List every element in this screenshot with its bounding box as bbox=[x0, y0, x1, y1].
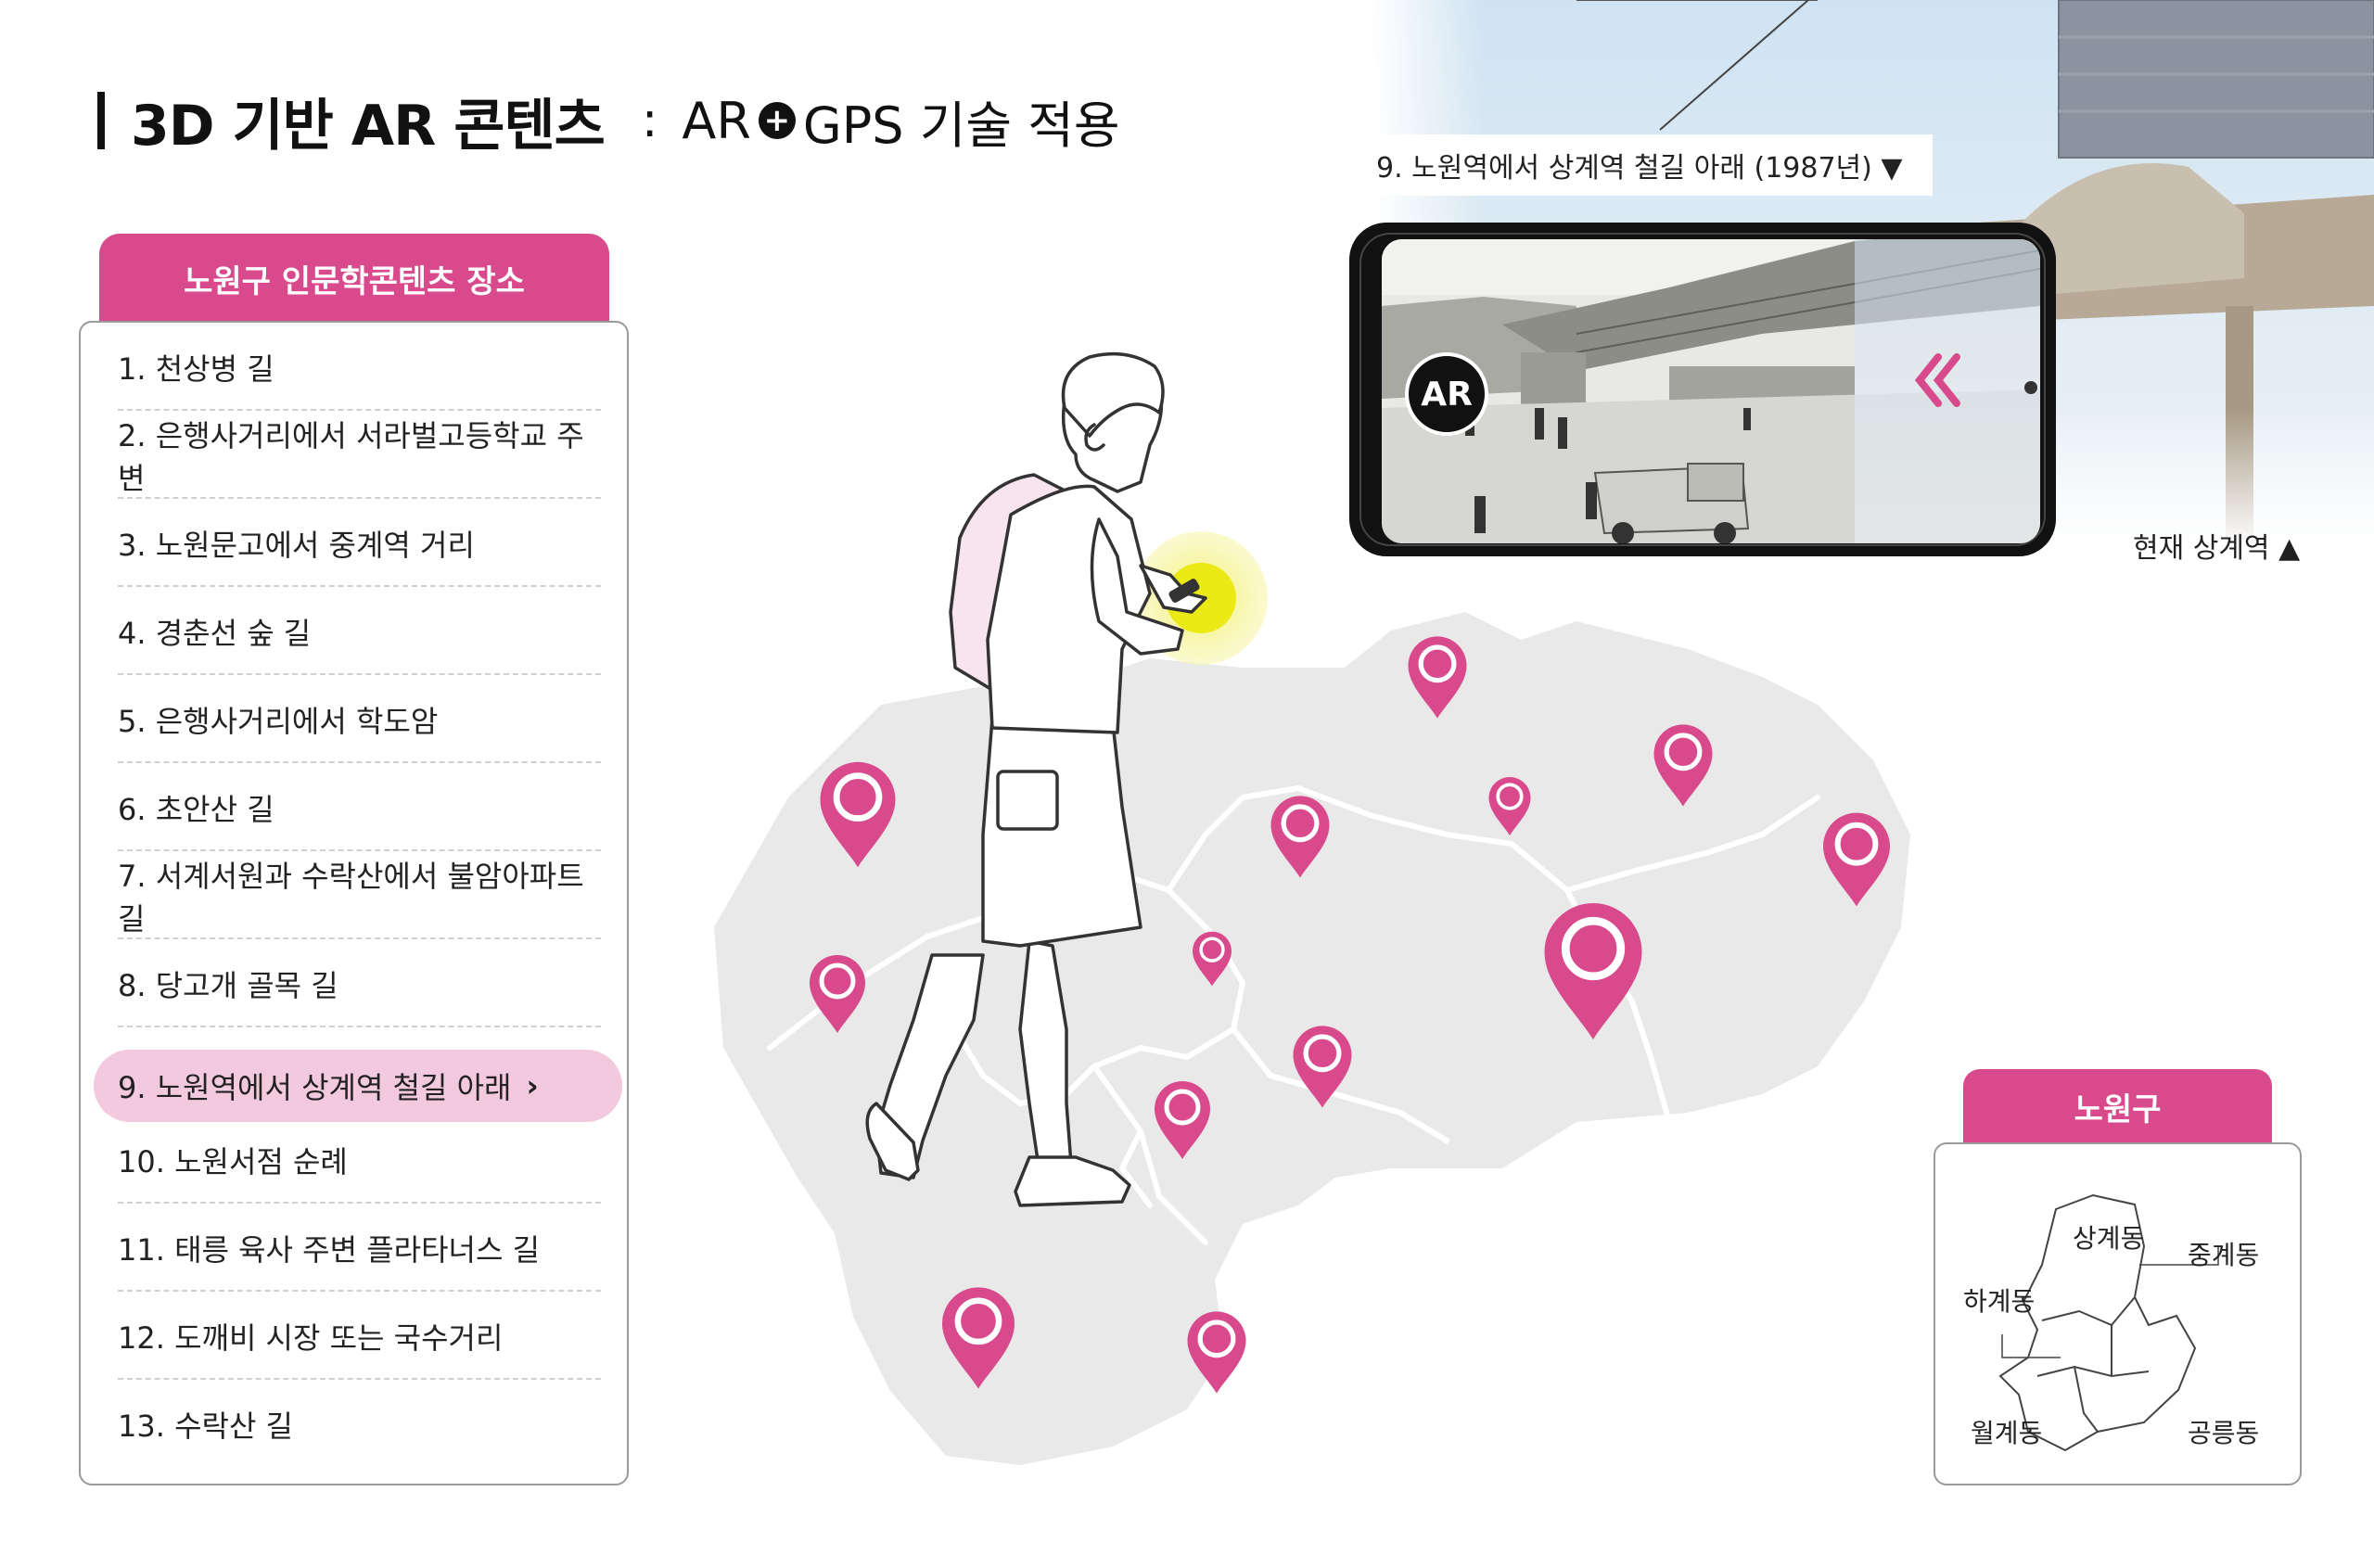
map-pin-icon[interactable] bbox=[1270, 796, 1330, 878]
list-item[interactable]: 5. 은행사거리에서 학도암 bbox=[118, 675, 601, 763]
list-item-label: 13. 수락산 길 bbox=[118, 1408, 293, 1444]
dong-label: 월계동 bbox=[1971, 1418, 2043, 1448]
places-header: 노원구 인문학콘텐츠 장소 bbox=[99, 234, 609, 323]
district-outline bbox=[1998, 1193, 2219, 1452]
list-item-label: 9. 노원역에서 상계역 철길 아래 bbox=[118, 1070, 512, 1105]
old-photo-1987 bbox=[1382, 239, 2040, 543]
list-item-label: 6. 초안산 길 bbox=[118, 791, 274, 827]
title-sub-ar: AR bbox=[682, 91, 751, 150]
district-map-panel: 상계동 중계동 하계동 월계동 공릉동 bbox=[1934, 1142, 2302, 1485]
list-item[interactable]: 12. 도깨비 시장 또는 국수거리 bbox=[118, 1292, 601, 1380]
list-item-label: 5. 은행사거리에서 학도암 bbox=[118, 703, 439, 739]
map-pin-icon[interactable] bbox=[1653, 724, 1713, 807]
map-pin-icon[interactable] bbox=[1488, 777, 1531, 835]
title-sub-gps: GPS 기술 적용 bbox=[802, 96, 1120, 155]
plus-icon: + bbox=[758, 102, 796, 139]
map-pin-icon[interactable] bbox=[1155, 1081, 1210, 1159]
chevron-right-icon: › bbox=[526, 1068, 539, 1103]
map-pin-icon[interactable] bbox=[1187, 1311, 1246, 1394]
dong-label: 중계동 bbox=[2188, 1240, 2260, 1270]
past-photo-caption: 9. 노원역에서 상계역 철길 아래 (1987년) ▼ bbox=[1371, 134, 1933, 196]
map-pin-icon[interactable] bbox=[1293, 1026, 1352, 1108]
list-item[interactable]: 10. 노원서점 순례 bbox=[118, 1115, 601, 1204]
list-item-label: 12. 도깨비 시장 또는 국수거리 bbox=[118, 1319, 504, 1356]
list-item-label: 8. 당고개 골목 길 bbox=[118, 967, 338, 1003]
list-item-label: 3. 노원문고에서 중계역 거리 bbox=[118, 527, 475, 563]
list-item[interactable]: 6. 초안산 길 bbox=[118, 763, 601, 851]
page-title: 3D 기반 AR 콘텐츠 : AR + GPS 기술 적용 bbox=[97, 83, 1120, 159]
district-header: 노원구 bbox=[1963, 1069, 2272, 1144]
map-pin-icon[interactable] bbox=[1544, 903, 1642, 1039]
title-separator: : bbox=[641, 93, 658, 148]
dong-label: 하계동 bbox=[1963, 1286, 2036, 1317]
list-item-label: 10. 노원서점 순례 bbox=[118, 1143, 348, 1179]
title-sub: AR + GPS 기술 적용 bbox=[682, 84, 1119, 158]
map-pins bbox=[810, 636, 1890, 1394]
walking-person bbox=[865, 351, 1207, 1207]
list-item[interactable]: 8. 당고개 골목 길 bbox=[118, 939, 601, 1027]
map-pin-icon[interactable] bbox=[1408, 636, 1467, 719]
list-item-label: 1. 천상병 길 bbox=[118, 351, 274, 387]
list-item[interactable]: 11. 태릉 육사 주변 플라타너스 길 bbox=[118, 1204, 601, 1292]
list-item[interactable]: 3. 노원문고에서 중계역 거리 bbox=[118, 499, 601, 587]
list-item[interactable]: 4. 경춘선 숲 길 bbox=[118, 587, 601, 675]
places-list: 1. 천상병 길 2. 은행사거리에서 서라벌고등학교 주변 3. 노원문고에서… bbox=[79, 321, 629, 1485]
map-pin-icon[interactable] bbox=[810, 955, 865, 1033]
list-item[interactable]: 13. 수락산 길 bbox=[118, 1380, 595, 1468]
current-photo-caption: 현재 상계역 ▲ bbox=[2133, 532, 2301, 565]
list-item[interactable]: 1. 천상병 길 bbox=[118, 323, 601, 411]
list-item[interactable]: 7. 서계서원과 수락산에서 불암아파트 길 bbox=[118, 851, 601, 939]
title-bar bbox=[97, 92, 105, 149]
list-item-label: 11. 태릉 육사 주변 플라타너스 길 bbox=[118, 1231, 541, 1268]
map-pin-icon[interactable] bbox=[1193, 931, 1232, 987]
dong-label: 상계동 bbox=[2073, 1223, 2145, 1254]
title-main: 3D 기반 AR 콘텐츠 bbox=[131, 93, 606, 159]
list-item-selected[interactable]: 9. 노원역에서 상계역 철길 아래 › bbox=[94, 1050, 622, 1122]
list-item[interactable]: 2. 은행사거리에서 서라벌고등학교 주변 bbox=[118, 411, 601, 499]
list-item-label: 4. 경춘선 숲 길 bbox=[118, 615, 312, 651]
ar-badge: AR bbox=[1405, 352, 1488, 436]
dong-label: 공릉동 bbox=[2188, 1418, 2260, 1448]
map-pin-icon[interactable] bbox=[820, 761, 896, 868]
list-item-label: 2. 은행사거리에서 서라벌고등학교 주변 bbox=[118, 417, 584, 496]
list-item-label: 7. 서계서원과 수락산에서 불암아파트 길 bbox=[118, 858, 584, 937]
ar-phone bbox=[1349, 223, 2056, 556]
map-pin-icon[interactable] bbox=[942, 1287, 1015, 1389]
map-pin-icon[interactable] bbox=[1823, 812, 1890, 907]
